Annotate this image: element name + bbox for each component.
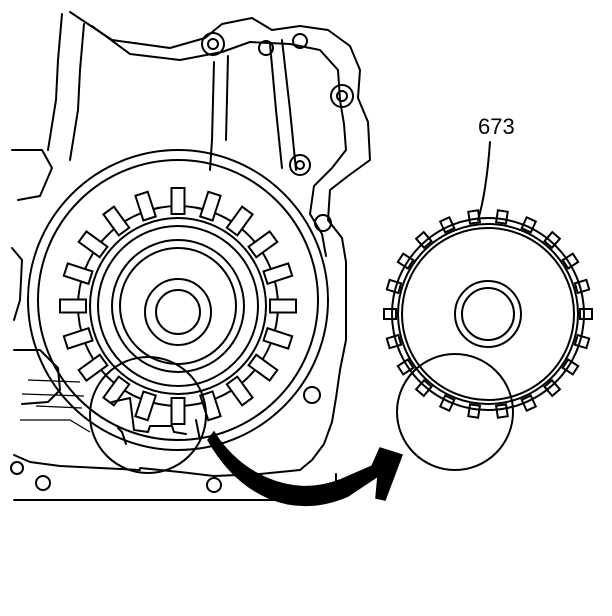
part-673-tab xyxy=(579,308,593,320)
callout-label-673: 673 xyxy=(478,114,515,139)
part-673-tab xyxy=(494,403,509,419)
part-673-tab xyxy=(543,230,562,250)
installed-ring-tab xyxy=(102,205,131,237)
part-673-tab xyxy=(561,252,580,270)
installed-shell-assembly xyxy=(27,149,329,474)
part-673-tab xyxy=(561,358,580,376)
installed-ring-tab xyxy=(269,298,297,314)
installed-ring-tab xyxy=(247,353,279,382)
part-673 xyxy=(383,141,593,471)
part-673-tab xyxy=(543,378,562,398)
installed-ring-tab xyxy=(59,298,87,314)
part-673-tab xyxy=(494,209,509,225)
installed-ring-tab xyxy=(262,262,294,286)
installed-ring-tab xyxy=(77,230,109,259)
part-673-tab xyxy=(383,308,397,320)
installed-ring-tab xyxy=(198,190,222,222)
installed-ring-tab xyxy=(62,326,94,350)
transfer-arrow xyxy=(207,430,403,506)
part-673-tab xyxy=(414,230,433,250)
installed-ring-tab xyxy=(77,353,109,382)
installed-ring-tab xyxy=(134,190,158,222)
installed-ring-tab xyxy=(134,390,158,422)
transmission-case xyxy=(10,11,371,501)
installed-ring-tab xyxy=(225,205,254,237)
part-673-tab xyxy=(396,252,415,270)
installed-ring-tab xyxy=(170,397,186,425)
installed-ring-tab xyxy=(225,375,254,407)
installed-ring-tab xyxy=(247,230,279,259)
installed-ring-tab xyxy=(62,262,94,286)
installed-ring-tab xyxy=(262,326,294,350)
part-673-tab xyxy=(414,378,433,398)
installed-ring-tab xyxy=(102,375,131,407)
part-673-tab xyxy=(467,403,482,419)
installed-ring-tab xyxy=(170,187,186,215)
part-673-tab xyxy=(396,358,415,376)
